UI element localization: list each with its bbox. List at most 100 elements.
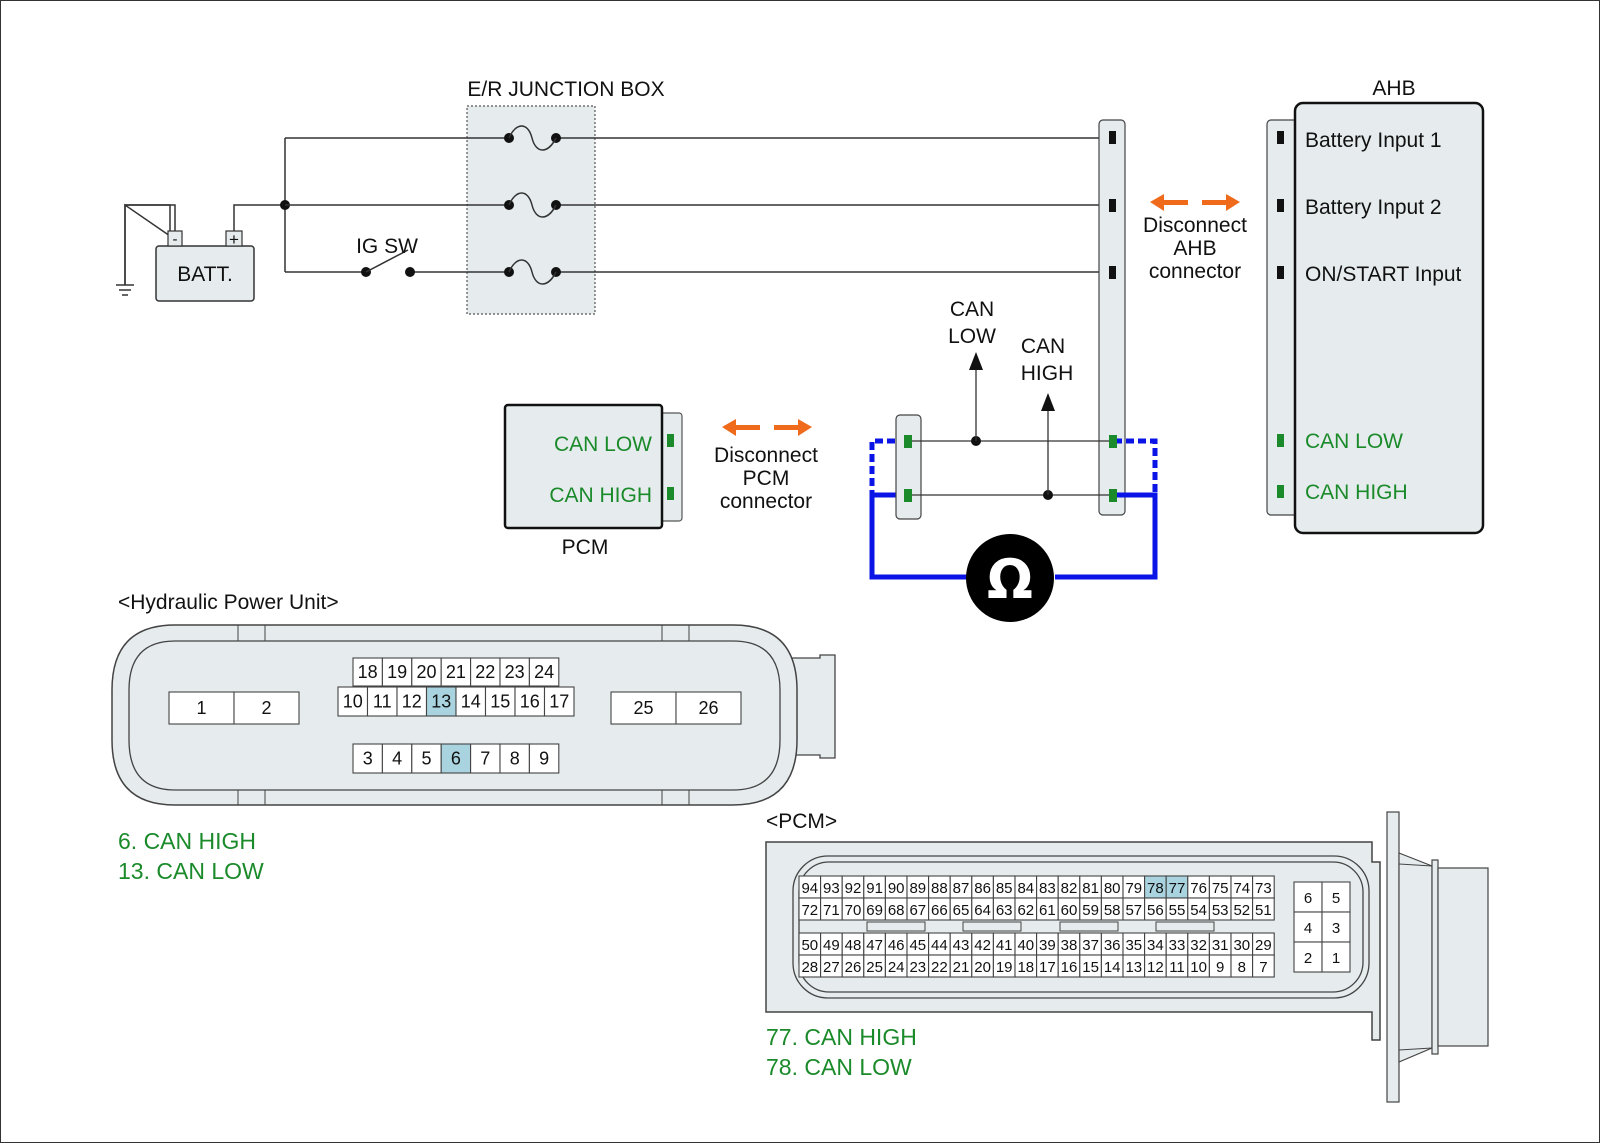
svg-text:14: 14 — [461, 692, 481, 712]
pcm-pin-72: 72 — [798, 897, 822, 921]
hpu-pin-13: 13 — [425, 686, 457, 717]
pcm-pin-23: 23 — [906, 954, 930, 978]
pcm-pin-52: 52 — [1230, 897, 1254, 921]
pcm-pin-89: 89 — [906, 875, 930, 899]
ahb-title: AHB — [1372, 77, 1415, 100]
svg-text:13: 13 — [431, 692, 451, 712]
svg-text:41: 41 — [996, 937, 1013, 954]
pcm-harness-connector — [895, 414, 922, 520]
svg-text:4: 4 — [392, 749, 402, 769]
svg-text:62: 62 — [1017, 902, 1034, 919]
pcm-aux-pin-5: 5 — [1321, 881, 1351, 913]
svg-text:10: 10 — [1190, 959, 1207, 976]
pcm-pin-81: 81 — [1079, 875, 1102, 899]
ahb-module: AHB Battery Input 1 Battery Input 2 ON/S… — [1266, 77, 1485, 535]
svg-text:5: 5 — [1332, 890, 1340, 907]
svg-text:58: 58 — [1104, 902, 1121, 919]
svg-text:81: 81 — [1082, 880, 1099, 897]
hpu-pin-7: 7 — [470, 743, 501, 774]
svg-text:15: 15 — [490, 692, 510, 712]
svg-text:38: 38 — [1061, 937, 1078, 954]
svg-text:70: 70 — [845, 902, 862, 919]
pcm-pin-18: 18 — [1014, 954, 1038, 978]
svg-text:1: 1 — [196, 698, 206, 718]
pcm-pin-93: 93 — [820, 875, 843, 899]
svg-text:20: 20 — [974, 959, 991, 976]
pcm-pin-24: 24 — [884, 954, 908, 978]
pcm-pin-82: 82 — [1057, 875, 1081, 899]
svg-text:42: 42 — [974, 937, 991, 954]
ahb-disconnect-line3: connector — [1149, 260, 1241, 283]
ahb-disconnect-arrows-icon — [1150, 194, 1240, 211]
junction-box-label: E/R JUNCTION BOX — [467, 78, 664, 101]
svg-text:3: 3 — [363, 749, 373, 769]
ahb-pin-battery-input-1: Battery Input 1 — [1305, 129, 1442, 152]
pcm-pin-33: 33 — [1165, 932, 1189, 956]
pcm-pin-70: 70 — [841, 897, 865, 921]
pcm-connector-title: <PCM> — [766, 810, 837, 833]
pcm-pin-39: 39 — [1036, 932, 1059, 956]
pcm-pin-28: 28 — [798, 954, 822, 978]
svg-text:24: 24 — [888, 959, 905, 976]
pcm-aux-pin-1: 1 — [1321, 941, 1351, 973]
hpu-pin-6: 6 — [440, 743, 472, 774]
svg-text:54: 54 — [1190, 902, 1207, 919]
pcm-pin-8: 8 — [1230, 954, 1254, 978]
hpu-pin-9: 9 — [528, 743, 560, 774]
pcm-connector-slot — [1155, 921, 1215, 932]
battery-pos-terminal: + — [229, 230, 239, 249]
pcm-pin-58: 58 — [1100, 897, 1124, 921]
svg-text:6: 6 — [451, 749, 461, 769]
pcm-pin-47: 47 — [863, 932, 886, 956]
svg-text:31: 31 — [1212, 937, 1229, 954]
pcm-pin-67: 67 — [906, 897, 930, 921]
ahb-disconnect-line2: AHB — [1173, 237, 1216, 260]
pcm-pin-43: 43 — [949, 932, 973, 956]
svg-text:22: 22 — [931, 959, 948, 976]
pcm-pin-79: 79 — [1122, 875, 1146, 899]
svg-text:8: 8 — [510, 749, 520, 769]
fuse-3 — [504, 259, 561, 285]
fuse-2 — [504, 192, 561, 218]
svg-text:10: 10 — [343, 692, 363, 712]
svg-text:43: 43 — [953, 937, 970, 954]
pcm-pin-36: 36 — [1100, 932, 1124, 956]
ohmmeter-icon: Ω — [966, 534, 1054, 622]
fuse-1 — [504, 125, 561, 151]
svg-text:9: 9 — [539, 749, 549, 769]
battery: - + BATT. — [155, 230, 255, 302]
svg-text:93: 93 — [823, 880, 840, 897]
svg-text:73: 73 — [1255, 880, 1272, 897]
svg-text:90: 90 — [888, 880, 905, 897]
svg-text:87: 87 — [953, 880, 970, 897]
pcm-pin-63: 63 — [992, 897, 1016, 921]
svg-text:75: 75 — [1212, 880, 1229, 897]
svg-text:33: 33 — [1169, 937, 1186, 954]
pcm-aux-pin-6: 6 — [1293, 881, 1323, 913]
pcm-pin-can-low: CAN LOW — [554, 433, 652, 456]
svg-text:28: 28 — [801, 959, 818, 976]
svg-text:39: 39 — [1039, 937, 1056, 954]
svg-text:7: 7 — [1259, 959, 1267, 976]
pcm-connector-slot — [866, 921, 926, 932]
pcm-pin-9: 9 — [1208, 954, 1232, 978]
pcm-pin-17: 17 — [1036, 954, 1059, 978]
svg-text:5: 5 — [421, 749, 431, 769]
svg-text:18: 18 — [1017, 959, 1034, 976]
pcm-pin-65: 65 — [949, 897, 973, 921]
svg-text:55: 55 — [1169, 902, 1186, 919]
svg-text:64: 64 — [974, 902, 991, 919]
hpu-connector-title: <Hydraulic Power Unit> — [118, 591, 339, 614]
svg-text:88: 88 — [931, 880, 948, 897]
svg-text:44: 44 — [931, 937, 948, 954]
pcm-connector-slot — [1059, 921, 1119, 932]
svg-text:92: 92 — [845, 880, 862, 897]
ahb-pin-can-low: CAN LOW — [1305, 430, 1403, 453]
pcm-pin-45: 45 — [906, 932, 930, 956]
pcm-pin-48: 48 — [841, 932, 865, 956]
hpu-pin-4: 4 — [381, 743, 413, 774]
pcm-pin-27: 27 — [820, 954, 843, 978]
battery-neg-terminal: - — [173, 231, 178, 248]
pcm-pin-85: 85 — [992, 875, 1016, 899]
